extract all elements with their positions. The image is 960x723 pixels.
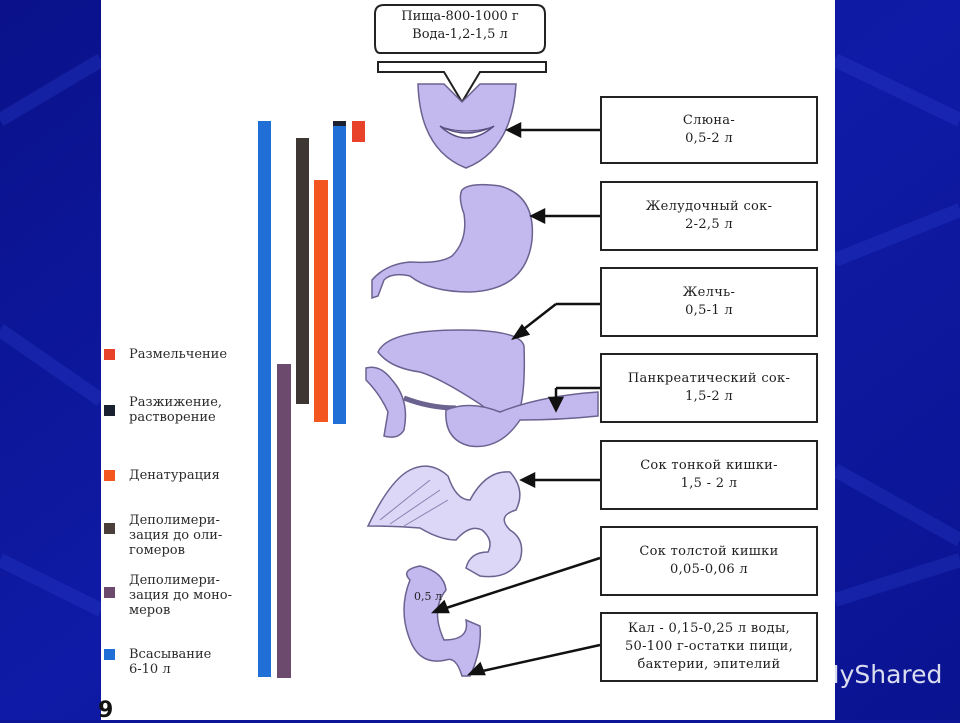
bar-absorption-long	[258, 121, 271, 677]
legend-label: Всасывание 6-10 л	[129, 647, 212, 677]
funnel-icon	[377, 61, 547, 104]
legend-label: Разжижение, растворение	[129, 395, 223, 425]
funnel-arrow-icon	[374, 4, 546, 54]
secretion-box-large-intestine-juice: Сок толстой кишки 0,05-0,06 л	[600, 526, 818, 596]
watermark: MyShared	[818, 660, 943, 689]
bar-absorption-short	[333, 121, 346, 424]
colon-volume-label: 0,5 л	[414, 590, 442, 603]
secretion-box-pancreatic-juice: Панкреатический сок- 1,5-2 л	[600, 353, 818, 423]
page-number: 9	[98, 698, 114, 723]
legend-label: Деполимери- зация до оли- гомеров	[129, 513, 223, 558]
swatch-depoly-monomers	[104, 587, 115, 598]
secretion-box-feces: Кал - 0,15-0,25 л воды, 50-100 г-остатки…	[600, 612, 818, 682]
arrow-icon	[430, 121, 601, 676]
bar-dilution-top	[333, 121, 346, 126]
legend-label: Деполимери- зация до моно- меров	[129, 573, 232, 618]
bar-depoly-oligomers	[296, 138, 309, 404]
bar-depoly-monomers	[277, 364, 291, 678]
legend-label: Денатурация	[129, 468, 220, 483]
swatch-denaturation	[104, 470, 115, 481]
food-intake-label: Пища-800-1000 г Вода-1,2-1,5 л	[401, 9, 519, 42]
swatch-depoly-oligomers	[104, 523, 115, 534]
secretion-box-saliva: Слюна- 0,5-2 л	[600, 96, 818, 164]
bar-grinding	[352, 121, 365, 142]
swatch-dilution	[104, 405, 115, 416]
face-icon	[417, 83, 517, 169]
legend-label: Размельчение	[129, 347, 228, 362]
secretion-box-small-intestine-juice: Сок тонкой кишки- 1,5 - 2 л	[600, 440, 818, 510]
secretion-box-gastric-juice: Желудочный сок- 2-2,5 л	[600, 181, 818, 251]
swatch-grinding	[104, 349, 115, 360]
stomach-icon	[371, 183, 534, 300]
pancreas-icon	[445, 391, 599, 448]
large-intestine-icon	[403, 565, 482, 677]
swatch-absorption	[104, 649, 115, 660]
small-intestine-icon	[366, 465, 523, 578]
secretion-box-bile: Желчь- 0,5-1 л	[600, 267, 818, 337]
bar-denaturation	[314, 180, 328, 422]
